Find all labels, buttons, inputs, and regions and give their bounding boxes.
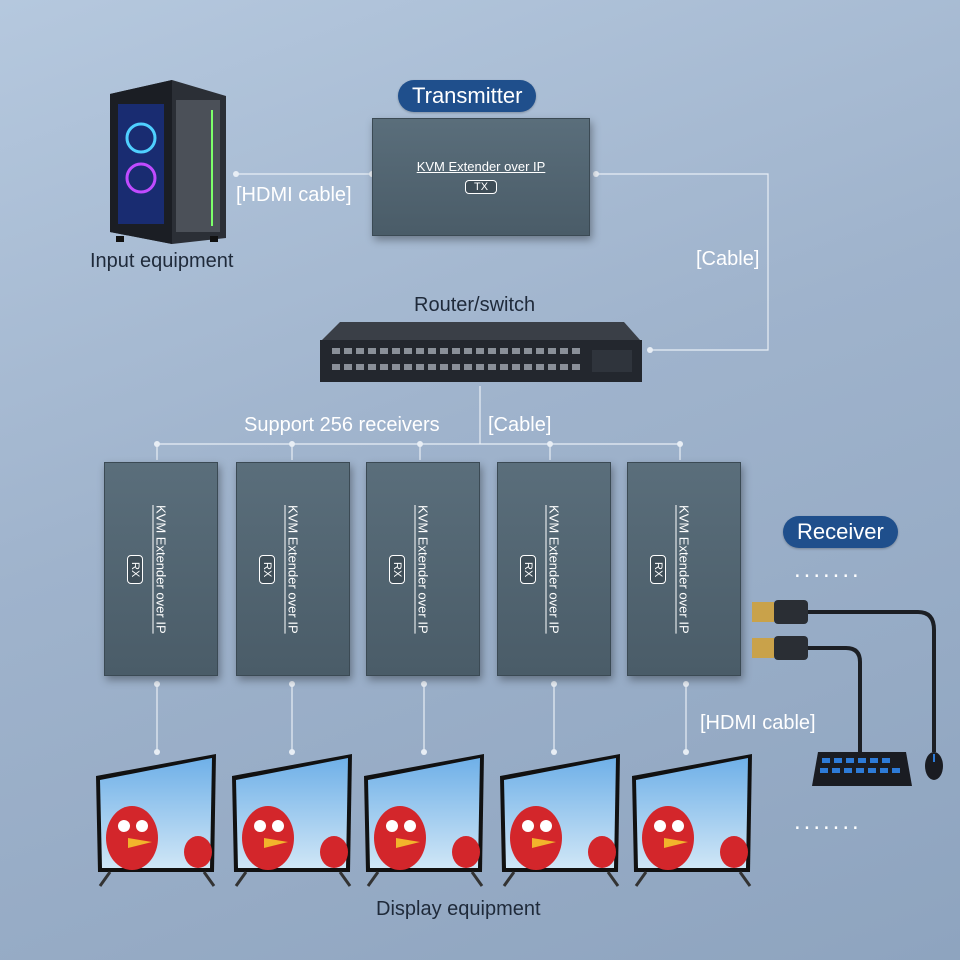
- tv-monitor-icon: [500, 754, 620, 887]
- hdmi-cable-label-bottom: [HDMI cable]: [700, 712, 816, 734]
- tx-title: KVM Extender over IP: [416, 159, 546, 174]
- hdmi-cable-label-top: [HDMI cable]: [236, 184, 352, 206]
- rx-device: KVM Extender over IP RX: [627, 462, 741, 676]
- rx-device: KVM Extender over IP RX: [104, 462, 218, 676]
- rx-badge: RX: [650, 555, 666, 585]
- more-dots-bottom: .......: [794, 808, 862, 835]
- more-dots-top: .......: [794, 556, 862, 583]
- rx-title: KVM Extender over IP: [546, 505, 562, 634]
- tx-badge: TX: [464, 180, 498, 194]
- display-equipment-label: Display equipment: [376, 898, 541, 920]
- rx-badge: RX: [389, 555, 405, 585]
- rx-title: KVM Extender over IP: [285, 505, 301, 634]
- rx-title: KVM Extender over IP: [415, 505, 431, 634]
- tv-monitor-icon: [364, 754, 484, 887]
- rx-title: KVM Extender over IP: [153, 505, 169, 634]
- rx-device: KVM Extender over IP RX: [236, 462, 350, 676]
- rx-badge: RX: [259, 555, 275, 585]
- tv-monitor-icon: [96, 754, 216, 887]
- tv-monitor-icon: [632, 754, 752, 887]
- support-receivers-label: Support 256 receivers: [244, 414, 440, 436]
- receiver-pill: Receiver: [783, 516, 898, 548]
- transmitter-pill: Transmitter: [398, 80, 537, 112]
- rx-badge: RX: [127, 555, 143, 585]
- input-equipment-label: Input equipment: [90, 250, 234, 272]
- rx-badge: RX: [520, 555, 536, 585]
- router-switch-label: Router/switch: [414, 294, 536, 316]
- rx-title: KVM Extender over IP: [676, 505, 692, 634]
- cable-label-mid: [Cable]: [488, 414, 552, 436]
- tv-monitor-icon: [232, 754, 352, 887]
- cable-label-right: [Cable]: [696, 248, 760, 270]
- rx-device: KVM Extender over IP RX: [366, 462, 480, 676]
- tx-device: KVM Extender over IP TX: [372, 118, 590, 236]
- rx-device: KVM Extender over IP RX: [497, 462, 611, 676]
